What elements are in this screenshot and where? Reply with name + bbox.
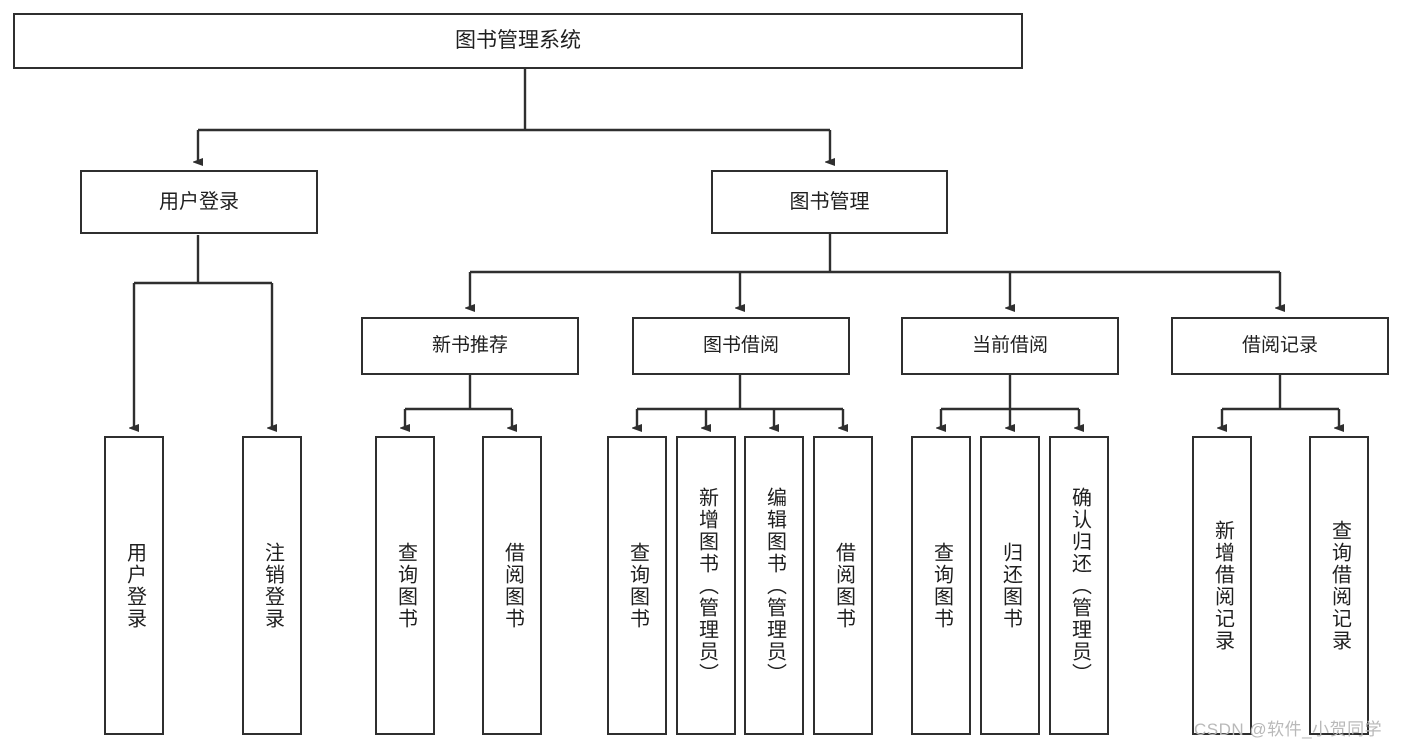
leaf-borrow-edit-book-label: 编辑图书（管理员） [763, 486, 786, 685]
node-root-system[interactable]: 图书管理系统 [13, 13, 1023, 69]
csdn-watermark: CSDN @软件_小贺同学 [1194, 720, 1383, 739]
leaf-record-add-record-label: 新增借阅记录 [1211, 519, 1234, 652]
leaf-recommend-borrow-book[interactable]: 借阅图书 [482, 436, 542, 735]
leaf-recommend-query-book[interactable]: 查询图书 [375, 436, 435, 735]
node-new-book-recommend[interactable]: 新书推荐 [361, 317, 579, 375]
leaf-recommend-borrow-book-label: 借阅图书 [501, 541, 524, 630]
node-new-book-recommend-label: 新书推荐 [431, 335, 508, 357]
leaf-user-login-logout[interactable]: 注销登录 [242, 436, 302, 735]
node-user-login[interactable]: 用户登录 [80, 170, 318, 234]
leaf-current-return-book-label: 归还图书 [999, 541, 1022, 630]
leaf-record-add-record[interactable]: 新增借阅记录 [1192, 436, 1252, 735]
leaf-user-login-logout-label: 注销登录 [261, 541, 284, 630]
leaf-current-query-book[interactable]: 查询图书 [911, 436, 971, 735]
leaf-current-query-book-label: 查询图书 [930, 541, 953, 630]
leaf-borrow-borrow-book[interactable]: 借阅图书 [813, 436, 873, 735]
node-borrow-record[interactable]: 借阅记录 [1171, 317, 1389, 375]
leaf-borrow-add-book[interactable]: 新增图书（管理员） [676, 436, 736, 735]
leaf-borrow-borrow-book-label: 借阅图书 [832, 541, 855, 630]
leaf-borrow-query-book-label: 查询图书 [626, 541, 649, 630]
leaf-borrow-edit-book[interactable]: 编辑图书（管理员） [744, 436, 804, 735]
node-current-borrow-label: 当前借阅 [971, 335, 1048, 357]
node-root-system-label: 图书管理系统 [455, 28, 581, 52]
leaf-current-return-book[interactable]: 归还图书 [980, 436, 1040, 735]
node-book-management[interactable]: 图书管理 [711, 170, 948, 234]
leaf-recommend-query-book-label: 查询图书 [394, 541, 417, 630]
leaf-user-login-login-label: 用户登录 [123, 541, 146, 630]
node-book-borrow[interactable]: 图书借阅 [632, 317, 850, 375]
node-book-management-label: 图书管理 [789, 190, 870, 213]
node-user-login-label: 用户登录 [159, 190, 239, 213]
leaf-current-confirm-return-label: 确认归还（管理员） [1068, 486, 1091, 685]
node-borrow-record-label: 借阅记录 [1241, 335, 1318, 357]
leaf-record-query-record-label: 查询借阅记录 [1328, 519, 1351, 652]
leaf-user-login-login[interactable]: 用户登录 [104, 436, 164, 735]
node-book-borrow-label: 图书借阅 [702, 335, 779, 357]
leaf-current-confirm-return[interactable]: 确认归还（管理员） [1049, 436, 1109, 735]
leaf-borrow-query-book[interactable]: 查询图书 [607, 436, 667, 735]
leaf-record-query-record[interactable]: 查询借阅记录 [1309, 436, 1369, 735]
node-current-borrow[interactable]: 当前借阅 [901, 317, 1119, 375]
leaf-borrow-add-book-label: 新增图书（管理员） [695, 486, 718, 685]
